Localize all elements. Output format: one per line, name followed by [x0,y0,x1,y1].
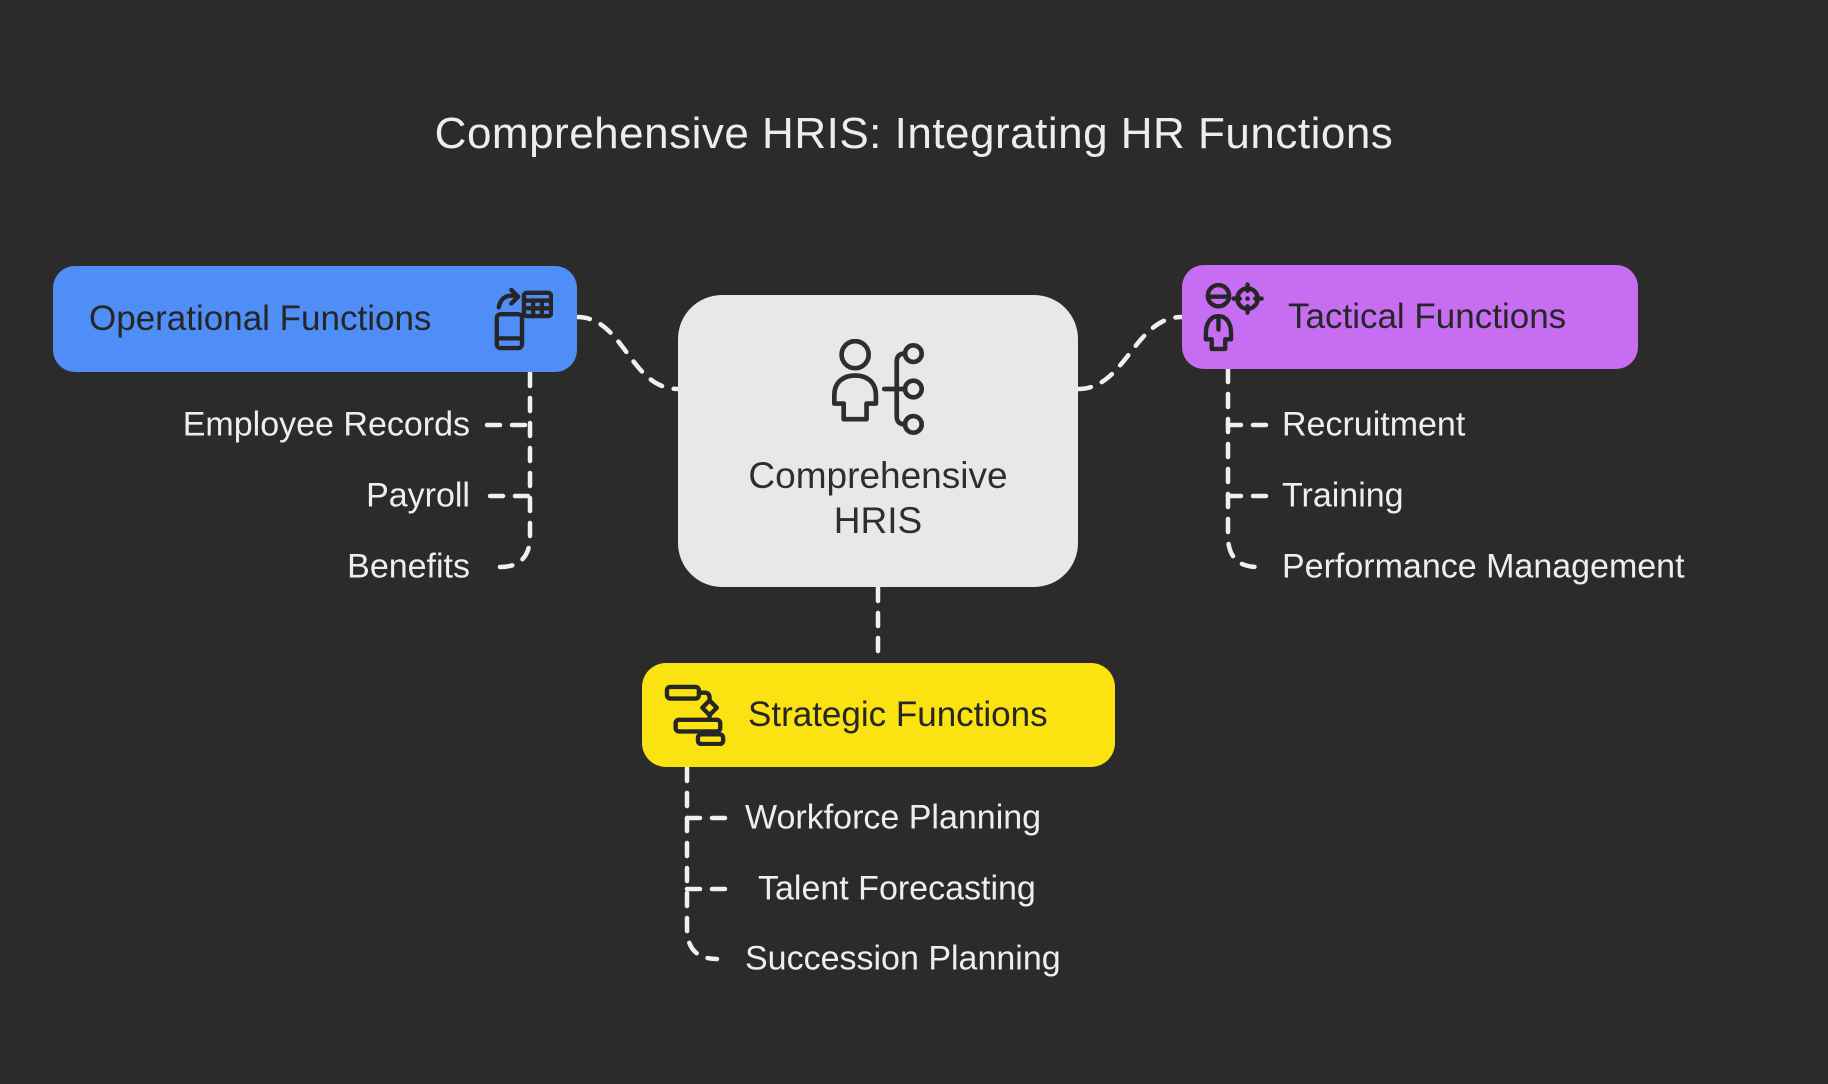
branch-node-label: Operational Functions [89,299,432,338]
connector-operational-branchline [497,370,533,570]
branch-node-label: Strategic Functions [748,695,1048,734]
sub-item-benefits: Benefits [347,547,470,586]
center-node-label-line1: Comprehensive [748,454,1008,496]
connector-strategic-branchline [684,765,720,962]
branch-node-label: Tactical Functions [1288,297,1567,336]
connector-operational-center [574,314,681,392]
sub-item-talent-forecasting: Talent Forecasting [758,869,1036,908]
branch-node-operational-functions[interactable]: Operational Functions [53,266,577,372]
branch-node-tactical-functions[interactable]: Tactical Functions [1182,265,1638,369]
sub-item-succession-planning: Succession Planning [745,939,1061,978]
sub-item-performance-management: Performance Management [1282,547,1685,586]
center-node-comprehensive-hris[interactable]: Comprehensive HRIS [678,295,1078,587]
workflow-gantt-icon [664,684,728,746]
connector-tactical-branchline [1225,366,1261,570]
page-title: Comprehensive HRIS: Integrating HR Funct… [434,109,1394,158]
center-node-label-line2: HRIS [833,500,923,541]
center-node-label: Comprehensive HRIS [748,453,1007,543]
person-target-icon [1202,282,1264,352]
sub-item-employee-records: Employee Records [182,405,470,444]
sub-item-workforce-planning: Workforce Planning [745,798,1042,837]
person-org-chart-icon [826,338,930,439]
sub-item-payroll: Payroll [366,476,470,515]
branch-node-strategic-functions[interactable]: Strategic Functions [642,663,1115,767]
phone-calculator-sync-icon [491,287,553,351]
sub-item-training: Training [1282,476,1404,515]
sub-item-recruitment: Recruitment [1282,405,1466,444]
connector-center-tactical [1075,314,1185,392]
